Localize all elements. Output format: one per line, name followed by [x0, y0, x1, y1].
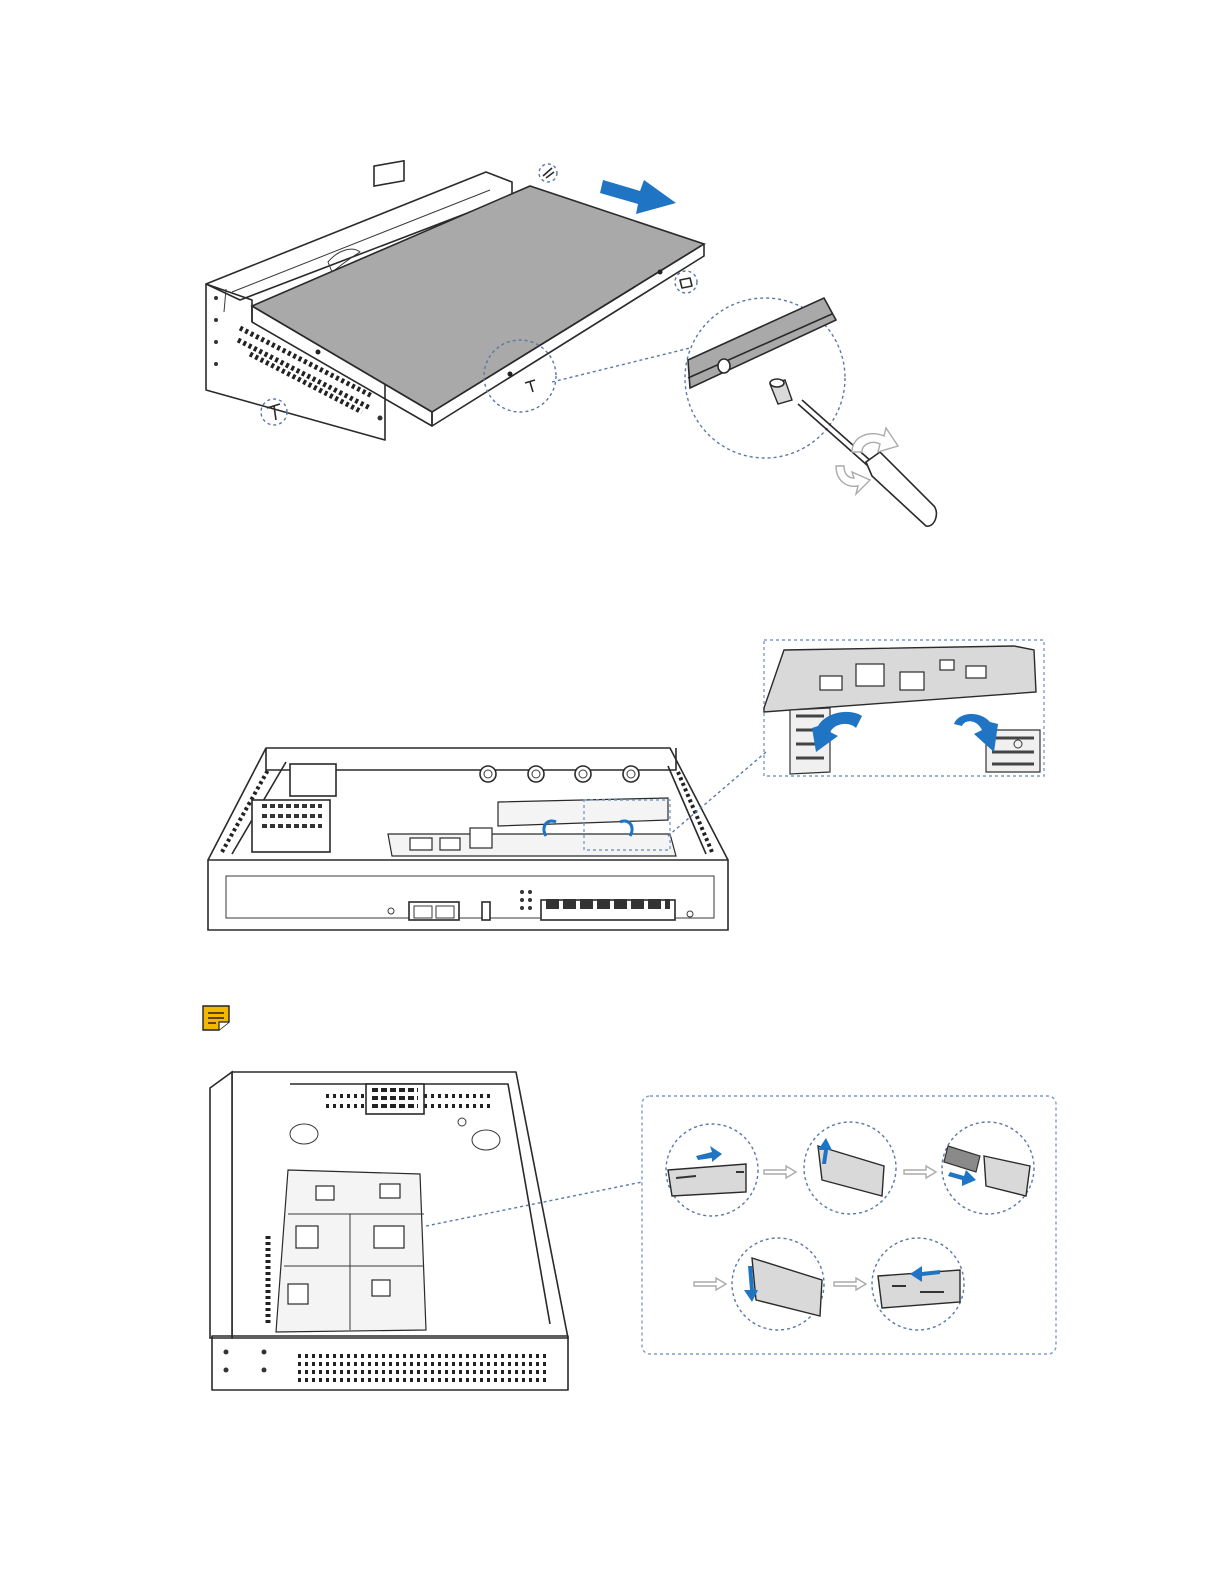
sim-tray-step-icon — [804, 1122, 896, 1214]
figure-remove-cover — [206, 161, 936, 526]
sim-tray-step-icon — [872, 1238, 964, 1330]
screw-icon — [539, 164, 557, 182]
sim-steps-callout — [642, 1096, 1056, 1354]
figure-install-module — [208, 640, 1044, 930]
note-icon — [203, 1006, 229, 1030]
sim-tray-step-icon — [942, 1122, 1034, 1214]
sim-tray-step-icon — [732, 1238, 824, 1330]
zoom-detail-module — [764, 640, 1044, 776]
sim-tray-step-icon — [666, 1124, 758, 1216]
figure-install-sim — [210, 1072, 1056, 1390]
slide-arrow-icon — [600, 180, 676, 214]
screw-icon — [675, 271, 697, 293]
zoom-detail-screwdriver — [685, 298, 936, 526]
insert-arrow-icon — [812, 712, 998, 752]
